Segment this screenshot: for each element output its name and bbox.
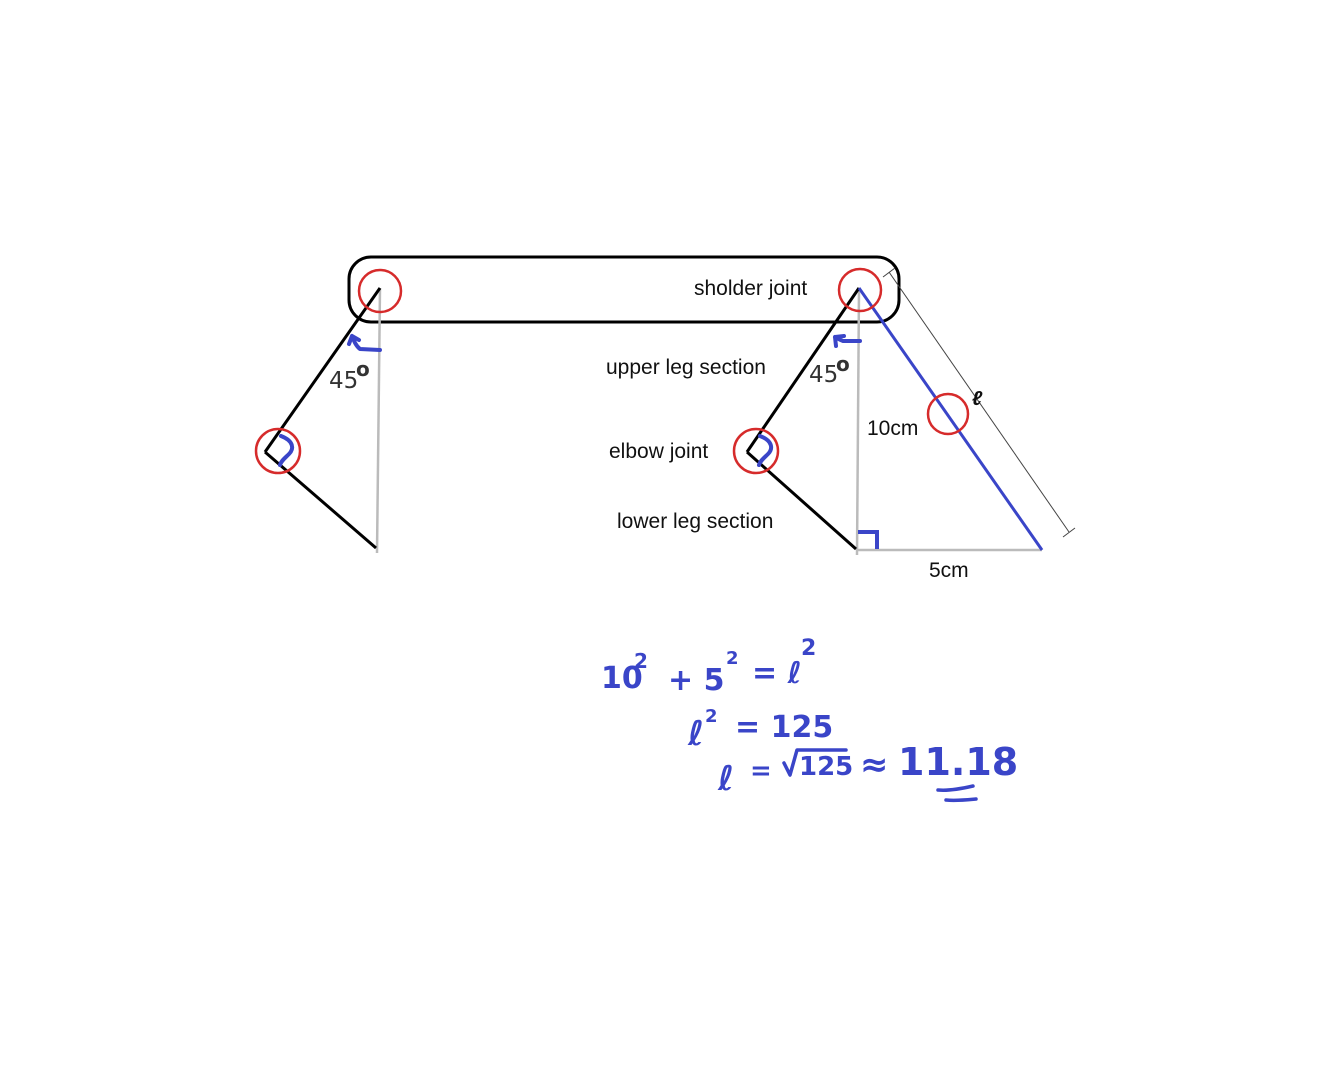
eq3-l: ℓ — [717, 759, 734, 799]
eq1-mid: + 5 — [668, 663, 724, 698]
hypotenuse-line — [857, 287, 1044, 551]
hypotenuse-marker — [926, 392, 970, 436]
right-angle-square-mark — [858, 530, 879, 549]
eq1-exp2: 2 — [726, 648, 739, 669]
left-elbow-right-angle-mark — [278, 434, 295, 467]
eq1-exp1: 2 — [634, 649, 648, 673]
eq1-base: 10 — [601, 661, 643, 696]
eq2-exp: 2 — [705, 706, 718, 727]
base-label: 5cm — [929, 559, 969, 582]
elbow-joint-label: elbow joint — [609, 440, 708, 463]
eq1-exp3: 2 — [801, 636, 816, 661]
left-upper-leg — [263, 287, 382, 453]
eq2-rest: = 125 — [735, 710, 833, 745]
eq3-eq: = — [750, 756, 772, 786]
right-elbow-right-angle-mark — [757, 434, 774, 467]
right-shoulder-joint-marker — [837, 267, 883, 313]
hypotenuse-label: ℓ — [972, 388, 983, 410]
upper-leg-label: upper leg section — [606, 356, 766, 379]
left-angle-arrow — [347, 334, 382, 352]
equation-block: 10 2 + 5 2 = ℓ 2 ℓ 2 = 125 ℓ = 125 ≈ 11.… — [601, 636, 1018, 803]
eq3-result: 11.18 — [898, 740, 1018, 784]
sqrt-sign — [782, 748, 848, 777]
left-shoulder-joint-marker — [357, 268, 403, 314]
left-leg: 45 o — [254, 268, 403, 554]
dimension-tick-bottom — [1062, 527, 1076, 538]
right-angle-label: 45 — [809, 362, 838, 388]
dimension-tick-top — [882, 267, 896, 278]
right-angle-arrow — [833, 334, 862, 348]
eq3-root: 125 — [799, 752, 853, 782]
lower-leg-label: lower leg section — [617, 510, 773, 533]
body-bar — [347, 255, 901, 324]
left-vertical-guide — [375, 287, 382, 554]
left-angle-label: 45 — [329, 368, 358, 394]
shoulder-joint-label: sholder joint — [694, 277, 807, 300]
result-underline — [936, 784, 978, 803]
right-elbow-joint-marker — [732, 427, 780, 475]
hypotenuse-dimension-line — [888, 271, 1070, 533]
left-lower-leg — [264, 450, 377, 550]
eq2-l: ℓ — [687, 714, 704, 754]
right-lower-leg — [746, 450, 857, 551]
left-elbow-joint-marker — [254, 427, 302, 475]
right-upper-leg — [745, 287, 861, 453]
height-label: 10cm — [867, 417, 918, 440]
right-leg: 45 o — [732, 267, 1076, 556]
eq1-eq: = ℓ — [752, 656, 802, 691]
left-degree-mark: o — [356, 357, 370, 381]
eq3-approx: ≈ — [860, 745, 889, 785]
right-vertical-guide — [855, 287, 861, 556]
right-degree-mark: o — [836, 352, 850, 376]
